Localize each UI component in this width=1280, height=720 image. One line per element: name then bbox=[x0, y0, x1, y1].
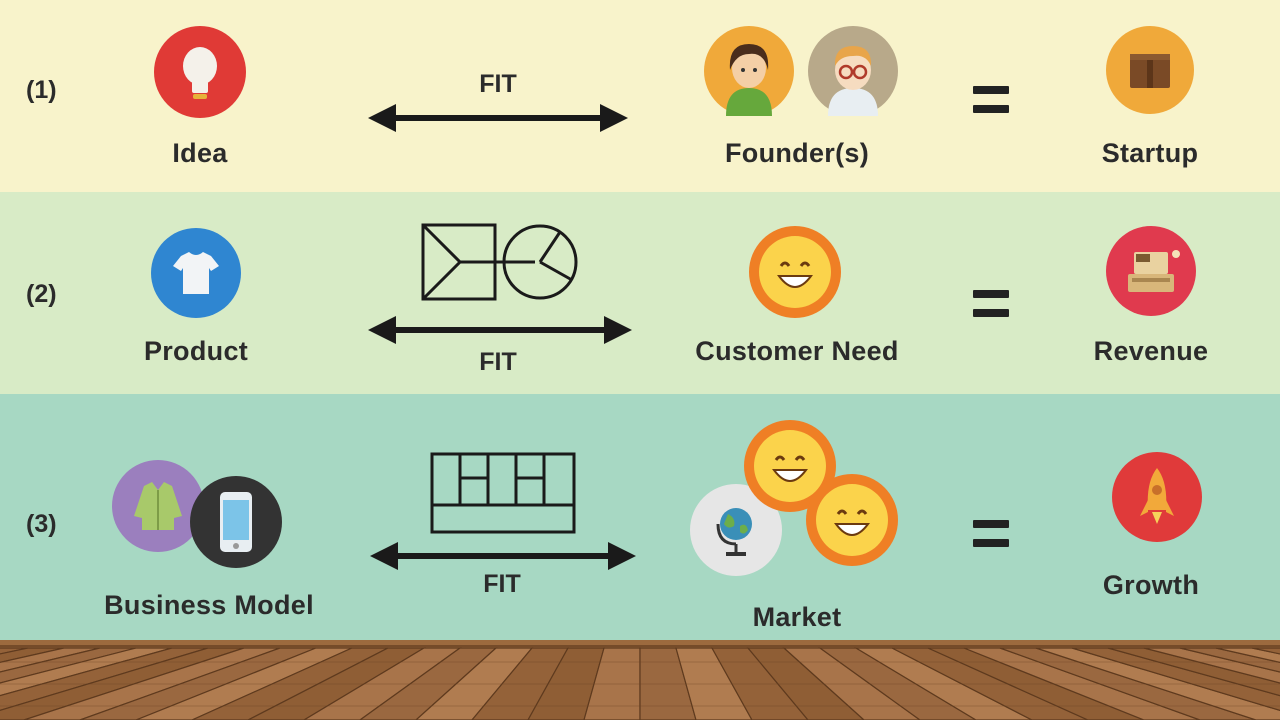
double-arrow-icon bbox=[368, 316, 632, 344]
smiley-icon bbox=[749, 226, 841, 318]
smiley-icon bbox=[806, 474, 898, 566]
row-3-number: (3) bbox=[26, 510, 57, 538]
product-fit-diagram-icon bbox=[421, 223, 578, 301]
rocket-icon bbox=[1112, 452, 1202, 542]
label-product: Product bbox=[143, 336, 249, 366]
box-icon bbox=[1106, 26, 1194, 114]
double-arrow-icon bbox=[368, 104, 628, 132]
label-business-model: Business Model bbox=[104, 590, 314, 620]
phone-icon bbox=[190, 476, 282, 568]
row-1-number: (1) bbox=[26, 76, 57, 104]
jacket-icon bbox=[112, 460, 204, 552]
label-founders: Founder(s) bbox=[725, 138, 869, 168]
founder-woman-icon bbox=[704, 26, 794, 116]
tshirt-icon bbox=[151, 228, 241, 318]
fit-label-1: FIT bbox=[479, 70, 517, 98]
lightbulb-icon bbox=[154, 26, 246, 118]
globe-icon bbox=[690, 484, 782, 576]
label-market: Market bbox=[752, 602, 842, 632]
equals-icon bbox=[973, 290, 1009, 328]
equals-icon bbox=[973, 520, 1009, 558]
founder-man-icon bbox=[808, 26, 898, 116]
canvas-grid-icon bbox=[430, 452, 576, 534]
smiley-icon bbox=[744, 420, 836, 512]
label-startup: Startup bbox=[1101, 138, 1199, 168]
double-arrow-icon bbox=[370, 542, 636, 570]
label-idea: Idea bbox=[172, 138, 228, 168]
wood-floor bbox=[0, 640, 1280, 720]
label-growth: Growth bbox=[1102, 570, 1200, 600]
fit-label-3: FIT bbox=[483, 570, 521, 598]
label-customer-need: Customer Need bbox=[695, 336, 899, 366]
fit-label-2: FIT bbox=[479, 348, 517, 376]
row-2-number: (2) bbox=[26, 280, 57, 308]
label-revenue: Revenue bbox=[1093, 336, 1209, 366]
equals-icon bbox=[973, 86, 1009, 124]
cash-register-icon bbox=[1106, 226, 1196, 316]
